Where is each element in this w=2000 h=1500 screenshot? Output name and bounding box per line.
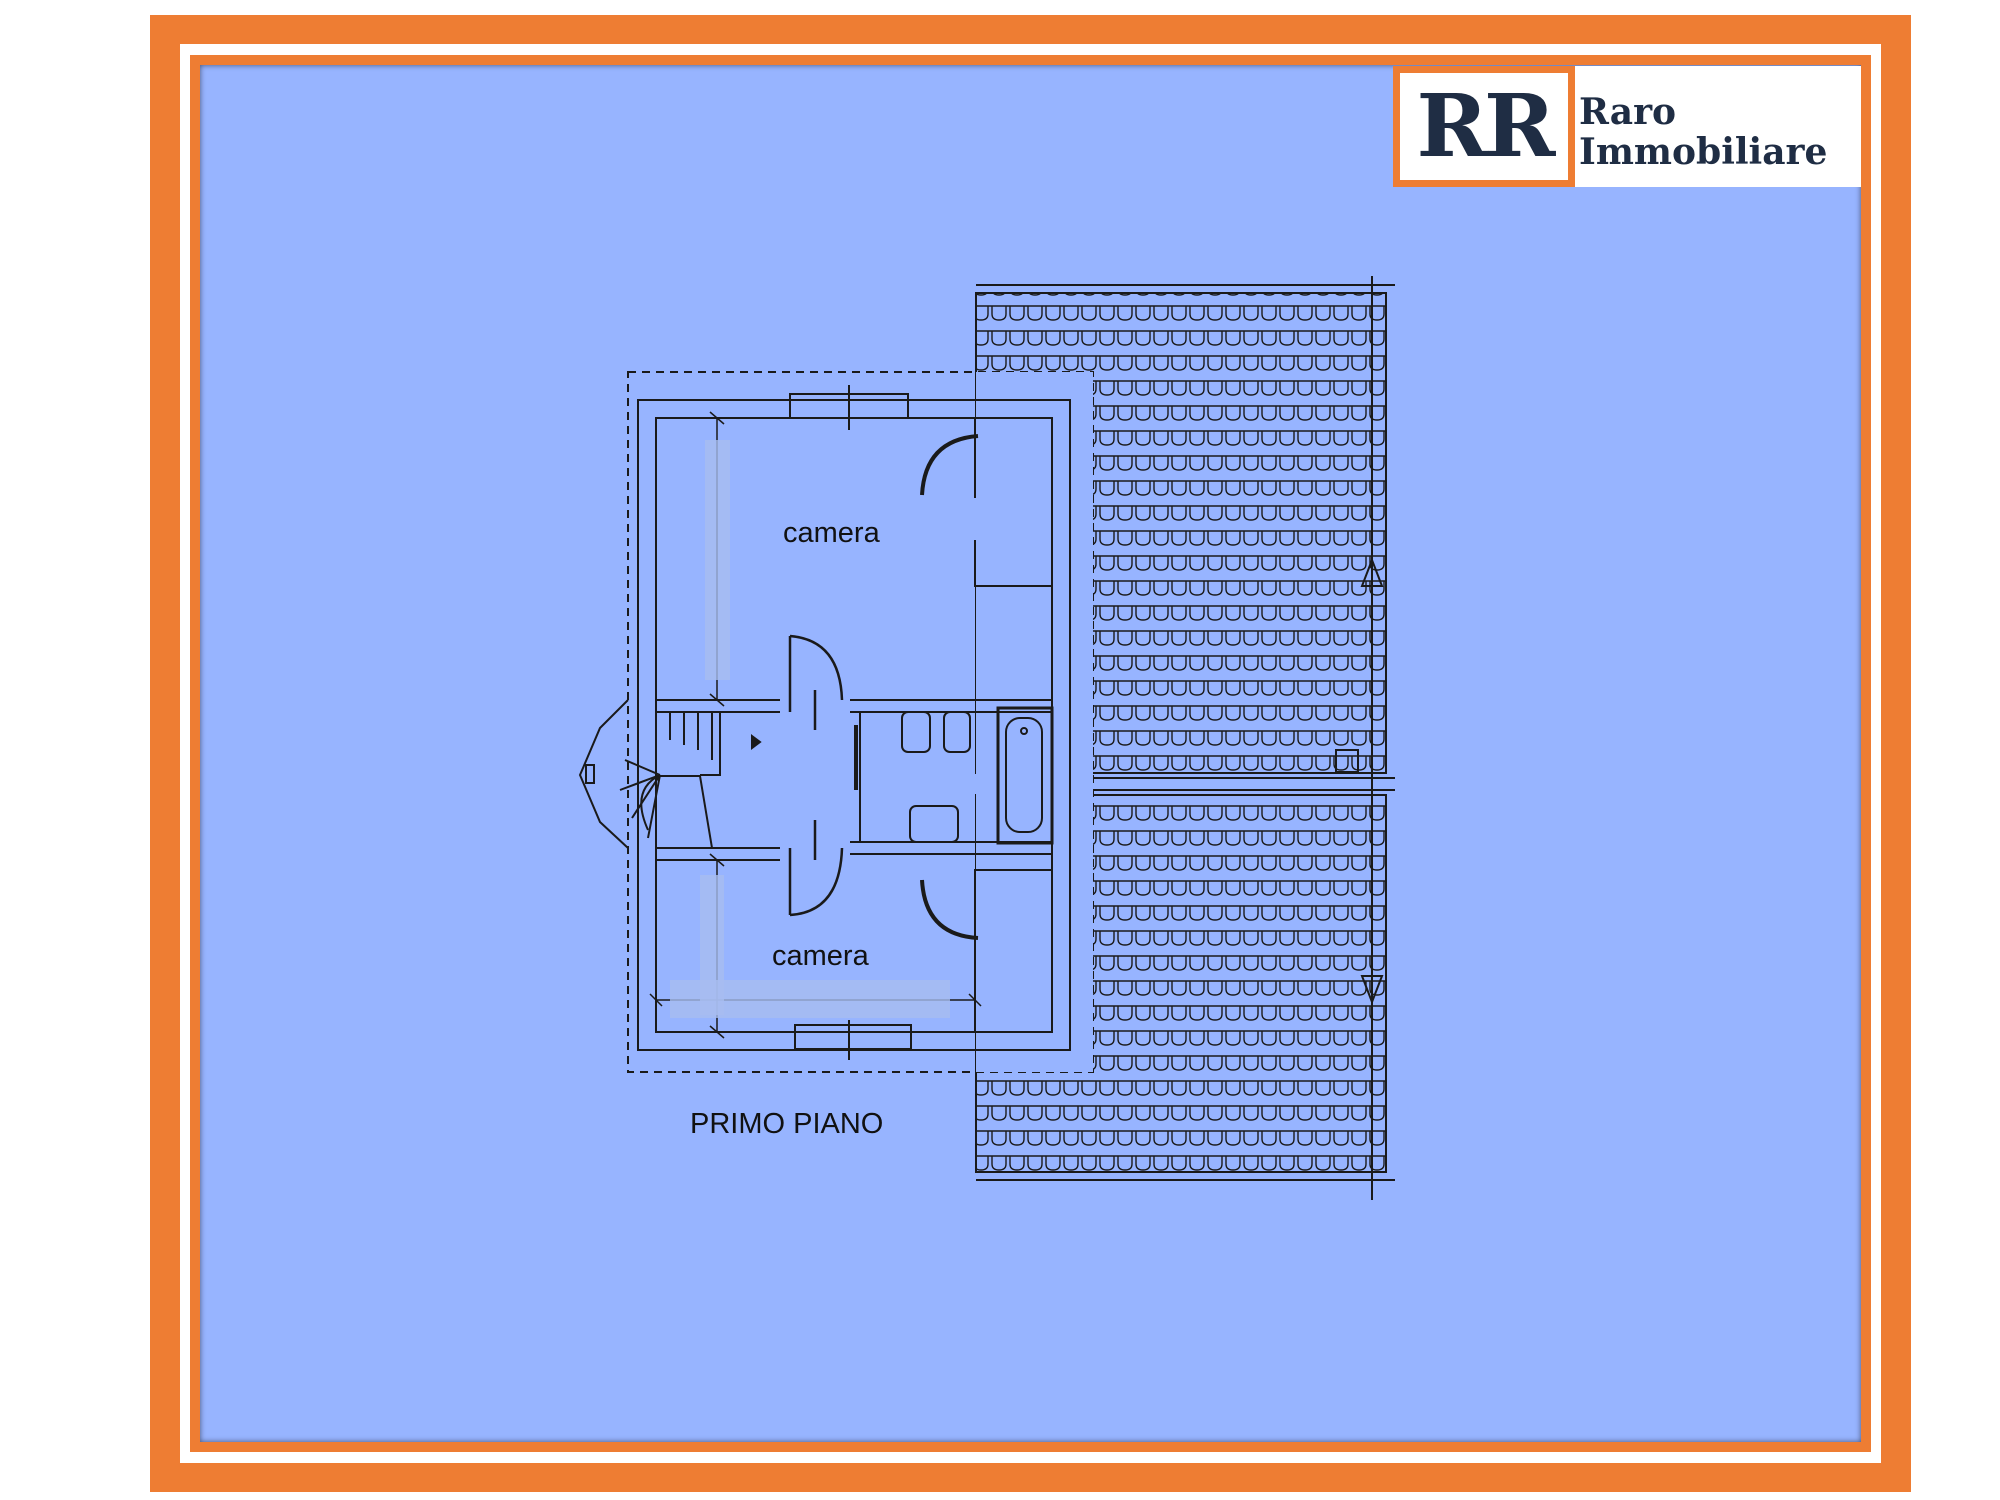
logo-wordmark: Raro Immobiliare <box>1579 92 1827 172</box>
logo-line-1: Raro <box>1579 91 1677 133</box>
logo-mark: RR <box>1393 66 1575 187</box>
logo-monogram: RR <box>1416 75 1556 177</box>
stairs <box>578 699 762 849</box>
redaction-mark <box>705 440 730 680</box>
room-label-camera-top: camera <box>783 517 881 549</box>
doors <box>788 434 979 940</box>
agency-logo: RR Raro Immobiliare <box>1393 66 1861 187</box>
redaction-mark <box>670 980 950 1018</box>
room-label-camera-bottom: camera <box>772 940 870 972</box>
logo-line-2: Immobiliare <box>1579 131 1828 173</box>
building <box>627 371 1094 1073</box>
floor-label: PRIMO PIANO <box>690 1108 883 1140</box>
